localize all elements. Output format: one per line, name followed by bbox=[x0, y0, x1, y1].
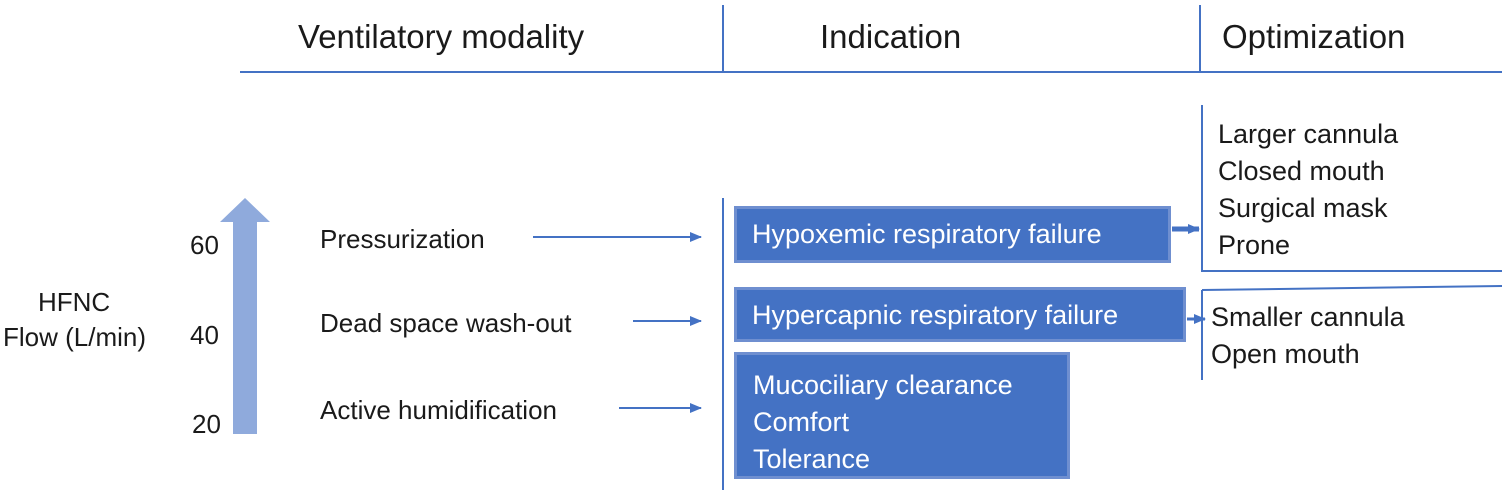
indication-box-hypoxemic: Hypoxemic respiratory failure bbox=[734, 206, 1171, 263]
optimization-closed-mouth: Closed mouth bbox=[1218, 156, 1385, 186]
optimization-open-mouth: Open mouth bbox=[1211, 339, 1360, 369]
tick-60: 60 bbox=[190, 230, 219, 260]
header-ventilatory-modality: Ventilatory modality bbox=[298, 18, 585, 55]
optimization-larger-cannula: Larger cannula bbox=[1218, 119, 1399, 149]
header-optimization: Optimization bbox=[1222, 18, 1406, 55]
modality-pressurization: Pressurization bbox=[320, 224, 485, 254]
indication-hypoxemic-text: Hypoxemic respiratory failure bbox=[752, 219, 1102, 249]
optimization-bracket-bottom-horizontal bbox=[1201, 285, 1503, 291]
header-indication: Indication bbox=[820, 18, 962, 55]
indication-box-other: Mucociliary clearance Comfort Tolerance bbox=[734, 352, 1070, 479]
indication-comfort: Comfort bbox=[753, 407, 850, 437]
tick-40: 40 bbox=[190, 320, 219, 350]
indication-tolerance: Tolerance bbox=[753, 444, 871, 474]
optimization-prone: Prone bbox=[1218, 230, 1291, 260]
modality-humidification: Active humidification bbox=[320, 395, 557, 425]
optimization-list-hypoxemic: Larger cannula Closed mouth Surgical mas… bbox=[1218, 116, 1398, 264]
modality-dead-space: Dead space wash-out bbox=[320, 308, 572, 338]
indication-box-hypercapnic: Hypercapnic respiratory failure bbox=[734, 287, 1186, 342]
optimization-smaller-cannula: Smaller cannula bbox=[1211, 302, 1405, 332]
axis-label-flow: Flow (L/min) bbox=[3, 322, 147, 352]
indication-hypercapnic-text: Hypercapnic respiratory failure bbox=[752, 300, 1119, 330]
indication-mucociliary: Mucociliary clearance bbox=[753, 370, 1013, 400]
optimization-list-hypercapnic: Smaller cannula Open mouth bbox=[1211, 299, 1405, 373]
optimization-surgical-mask: Surgical mask bbox=[1218, 193, 1388, 223]
tick-20: 20 bbox=[192, 409, 221, 439]
flow-up-arrow bbox=[220, 198, 270, 434]
axis-label-hfnc: HFNC bbox=[38, 287, 111, 317]
